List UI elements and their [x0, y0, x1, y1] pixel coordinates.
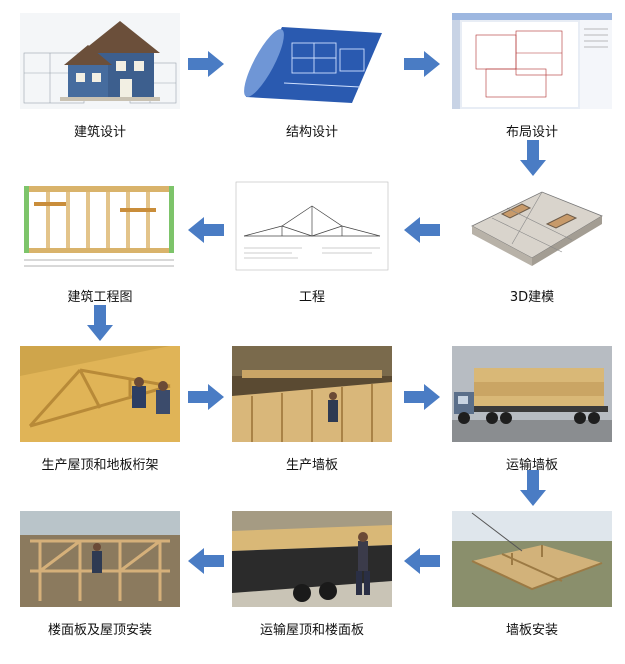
engineering-drawing-illustration: [232, 178, 392, 274]
step-label: 生产墙板: [285, 458, 338, 473]
cad-layout-screenshot: [452, 13, 612, 109]
floor-roof-installation-photo: [20, 511, 180, 607]
arrow-left-icon: [404, 548, 440, 574]
blueprint-roll-illustration: [232, 13, 392, 109]
arrow-right-icon: [188, 384, 224, 410]
truck-with-panels-photo: [452, 346, 612, 442]
step-label: 建筑工程图: [67, 290, 133, 305]
arrow-left-icon: [188, 548, 224, 574]
step-label: 运输屋顶和楼面板: [259, 623, 364, 638]
truck-roof-floor-photo: [232, 511, 392, 607]
step-label: 楼面板及屋顶安装: [47, 623, 152, 638]
arrow-right-icon: [188, 51, 224, 77]
3d-model-illustration: [452, 178, 612, 274]
truss-production-photo: [20, 346, 180, 442]
step-label: 布局设计: [505, 125, 558, 140]
house-rendering-illustration: [20, 13, 180, 109]
step-label: 结构设计: [285, 125, 338, 140]
arrow-right-icon: [404, 384, 440, 410]
step-label: 运输墙板: [505, 458, 558, 473]
step-label: 工程: [298, 290, 325, 305]
step-label: 建筑设计: [73, 125, 126, 140]
arrow-down-icon: [87, 305, 113, 341]
arrow-left-icon: [404, 217, 440, 243]
arrow-left-icon: [188, 217, 224, 243]
framing-drawing-illustration: [20, 178, 180, 274]
arrow-right-icon: [404, 51, 440, 77]
wall-installation-photo: [452, 511, 612, 607]
step-label: 3D建模: [509, 290, 555, 305]
wall-panel-production-photo: [232, 346, 392, 442]
step-label: 墙板安装: [505, 623, 558, 638]
arrow-down-icon: [520, 470, 546, 506]
arrow-down-icon: [520, 140, 546, 176]
step-label: 生产屋顶和地板桁架: [41, 458, 159, 473]
